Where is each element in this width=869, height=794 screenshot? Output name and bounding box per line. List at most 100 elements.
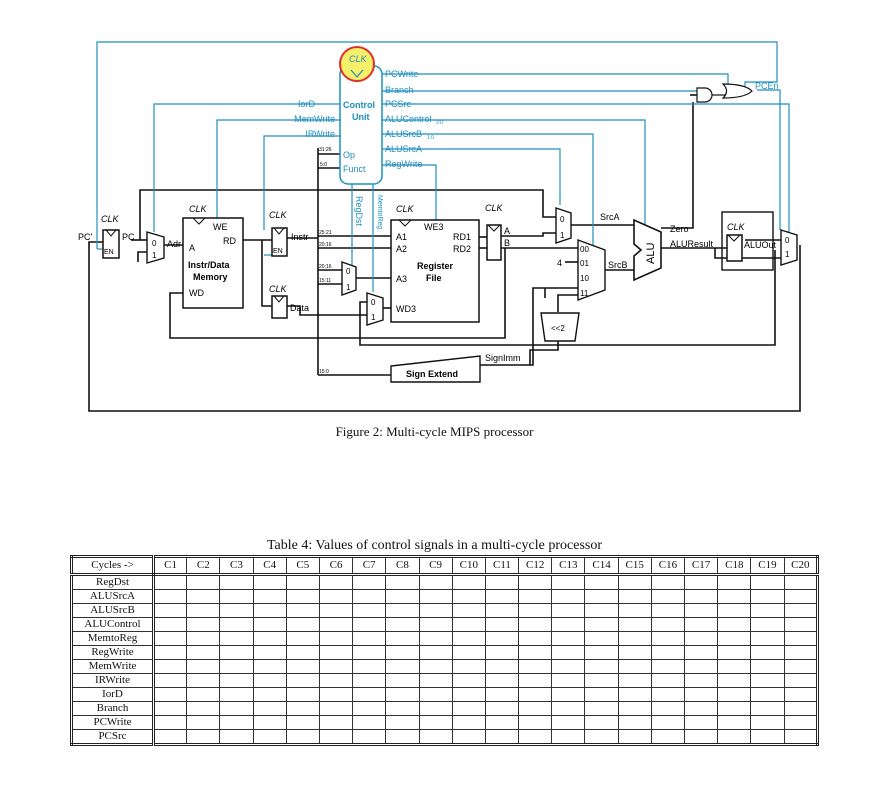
signal-value-cell[interactable]	[518, 687, 553, 702]
signal-value-cell[interactable]	[352, 645, 387, 660]
signal-value-cell[interactable]	[318, 589, 354, 604]
signal-value-cell[interactable]	[584, 603, 619, 618]
signal-value-cell[interactable]	[683, 673, 719, 688]
signal-value-cell[interactable]	[285, 574, 320, 590]
signal-value-cell[interactable]	[551, 617, 586, 632]
signal-value-cell[interactable]	[484, 645, 520, 660]
signal-value-cell[interactable]	[484, 617, 520, 632]
signal-value-cell[interactable]	[418, 673, 453, 688]
signal-value-cell[interactable]	[717, 574, 752, 590]
signal-value-cell[interactable]	[584, 631, 619, 646]
signal-value-cell[interactable]	[318, 729, 354, 745]
signal-value-cell[interactable]	[352, 659, 387, 674]
signal-value-cell[interactable]	[617, 574, 652, 590]
signal-value-cell[interactable]	[285, 729, 320, 745]
signal-value-cell[interactable]	[650, 659, 686, 674]
signal-value-cell[interactable]	[551, 673, 586, 688]
signal-value-cell[interactable]	[783, 617, 819, 632]
signal-value-cell[interactable]	[352, 687, 387, 702]
signal-value-cell[interactable]	[318, 715, 354, 730]
signal-value-cell[interactable]	[551, 701, 586, 716]
signal-value-cell[interactable]	[285, 589, 320, 604]
signal-value-cell[interactable]	[451, 631, 486, 646]
signal-value-cell[interactable]	[650, 687, 686, 702]
signal-value-cell[interactable]	[650, 589, 686, 604]
signal-value-cell[interactable]	[551, 715, 586, 730]
signal-value-cell[interactable]	[219, 603, 254, 618]
signal-value-cell[interactable]	[783, 589, 819, 604]
signal-value-cell[interactable]	[683, 645, 719, 660]
signal-value-cell[interactable]	[418, 631, 453, 646]
signal-value-cell[interactable]	[650, 645, 686, 660]
signal-value-cell[interactable]	[385, 631, 420, 646]
signal-value-cell[interactable]	[551, 729, 586, 745]
signal-value-cell[interactable]	[318, 645, 354, 660]
signal-value-cell[interactable]	[584, 701, 619, 716]
signal-value-cell[interactable]	[617, 589, 652, 604]
signal-value-cell[interactable]	[717, 589, 752, 604]
signal-value-cell[interactable]	[385, 659, 420, 674]
signal-value-cell[interactable]	[683, 617, 719, 632]
signal-value-cell[interactable]	[318, 687, 354, 702]
signal-value-cell[interactable]	[186, 673, 221, 688]
signal-value-cell[interactable]	[186, 603, 221, 618]
signal-value-cell[interactable]	[683, 715, 719, 730]
signal-value-cell[interactable]	[352, 589, 387, 604]
signal-value-cell[interactable]	[285, 617, 320, 632]
signal-value-cell[interactable]	[352, 603, 387, 618]
signal-value-cell[interactable]	[717, 617, 752, 632]
signal-value-cell[interactable]	[584, 715, 619, 730]
signal-value-cell[interactable]	[584, 729, 619, 745]
signal-value-cell[interactable]	[750, 574, 785, 590]
signal-value-cell[interactable]	[750, 729, 785, 745]
signal-value-cell[interactable]	[783, 701, 819, 716]
signal-value-cell[interactable]	[219, 729, 254, 745]
signal-value-cell[interactable]	[617, 729, 652, 745]
signal-value-cell[interactable]	[518, 673, 553, 688]
signal-value-cell[interactable]	[484, 687, 520, 702]
signal-value-cell[interactable]	[352, 729, 387, 745]
signal-value-cell[interactable]	[683, 659, 719, 674]
signal-value-cell[interactable]	[783, 574, 819, 590]
signal-value-cell[interactable]	[285, 659, 320, 674]
signal-value-cell[interactable]	[750, 673, 785, 688]
signal-value-cell[interactable]	[717, 645, 752, 660]
signal-value-cell[interactable]	[152, 729, 188, 745]
signal-value-cell[interactable]	[451, 673, 486, 688]
signal-value-cell[interactable]	[152, 574, 188, 590]
signal-value-cell[interactable]	[750, 715, 785, 730]
signal-value-cell[interactable]	[650, 631, 686, 646]
signal-value-cell[interactable]	[385, 687, 420, 702]
signal-value-cell[interactable]	[518, 701, 553, 716]
signal-value-cell[interactable]	[318, 603, 354, 618]
signal-value-cell[interactable]	[252, 603, 287, 618]
signal-value-cell[interactable]	[252, 645, 287, 660]
signal-value-cell[interactable]	[584, 617, 619, 632]
signal-value-cell[interactable]	[717, 701, 752, 716]
signal-value-cell[interactable]	[285, 645, 320, 660]
signal-value-cell[interactable]	[219, 659, 254, 674]
signal-value-cell[interactable]	[750, 617, 785, 632]
signal-value-cell[interactable]	[152, 589, 188, 604]
signal-value-cell[interactable]	[650, 715, 686, 730]
signal-value-cell[interactable]	[252, 589, 287, 604]
signal-value-cell[interactable]	[683, 701, 719, 716]
signal-value-cell[interactable]	[750, 659, 785, 674]
signal-value-cell[interactable]	[186, 631, 221, 646]
signal-value-cell[interactable]	[484, 603, 520, 618]
signal-value-cell[interactable]	[584, 589, 619, 604]
signal-value-cell[interactable]	[750, 701, 785, 716]
signal-value-cell[interactable]	[318, 574, 354, 590]
signal-value-cell[interactable]	[152, 701, 188, 716]
signal-value-cell[interactable]	[451, 701, 486, 716]
signal-value-cell[interactable]	[385, 617, 420, 632]
signal-value-cell[interactable]	[152, 645, 188, 660]
signal-value-cell[interactable]	[152, 673, 188, 688]
signal-value-cell[interactable]	[750, 645, 785, 660]
signal-value-cell[interactable]	[385, 715, 420, 730]
signal-value-cell[interactable]	[617, 715, 652, 730]
signal-value-cell[interactable]	[418, 701, 453, 716]
signal-value-cell[interactable]	[186, 645, 221, 660]
signal-value-cell[interactable]	[219, 589, 254, 604]
signal-value-cell[interactable]	[584, 673, 619, 688]
